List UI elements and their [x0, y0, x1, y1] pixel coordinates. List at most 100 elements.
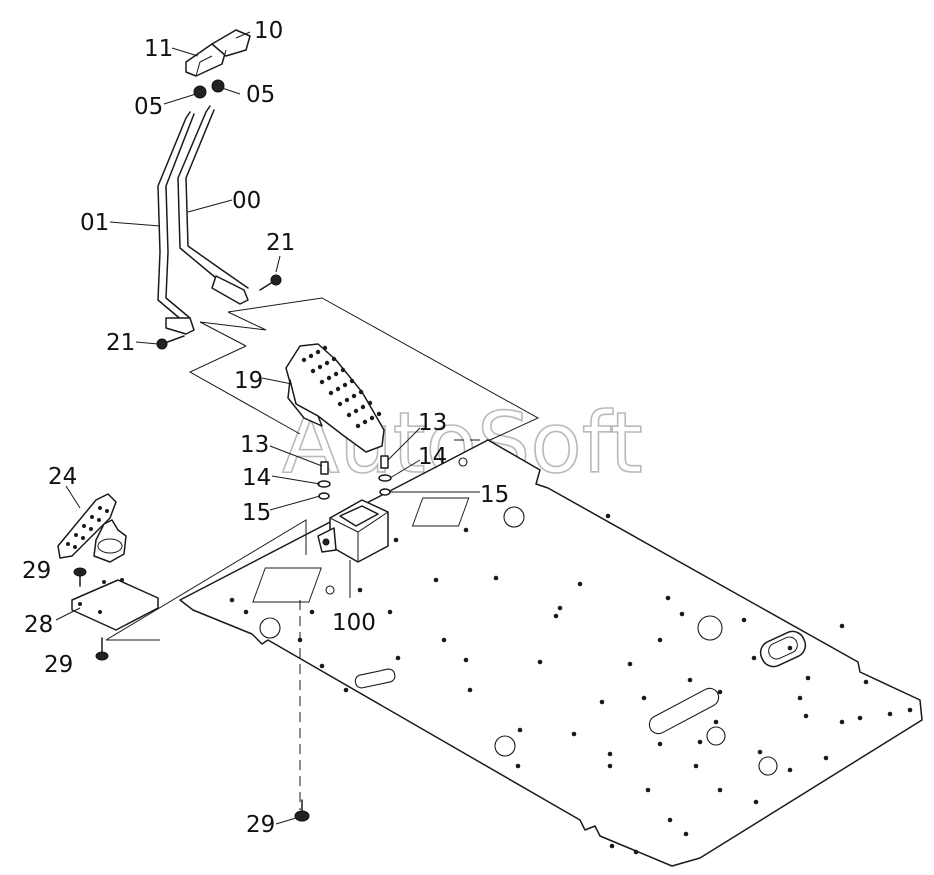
- pedal-19-tread-dot: [369, 415, 375, 421]
- pedal-19-tread-dot: [328, 390, 334, 396]
- pedal-19-tread-dot: [319, 379, 325, 385]
- plate-small-hole: [753, 799, 759, 805]
- plate-small-hole: [683, 831, 689, 837]
- plate-small-hole: [657, 741, 663, 747]
- plate-small-hole: [463, 657, 469, 663]
- plate-small-hole: [229, 597, 235, 603]
- plate-small-hole: [357, 587, 363, 593]
- pedal-19-tread-dot: [353, 408, 359, 414]
- foot-rest-24-tread-dot: [98, 506, 102, 510]
- plate-small-hole: [387, 609, 393, 615]
- pedal-19-tread-dot: [376, 411, 382, 417]
- foot-rest-24-face: [57, 493, 117, 559]
- pedal-19-base: [287, 379, 323, 427]
- bolt-29-lower: [95, 637, 109, 661]
- slot-right: [648, 687, 720, 735]
- valve-100: [317, 499, 389, 563]
- foot-rest-24-tread-dot: [82, 524, 86, 528]
- washer-15-left: [318, 492, 330, 500]
- hole-large-6: [758, 756, 778, 776]
- plate-small-hole: [537, 659, 543, 665]
- foot-rest-24-tread-dot: [97, 518, 101, 522]
- plate-small-hole: [309, 609, 315, 615]
- callout-11: 11: [144, 36, 173, 62]
- hole-large-1: [259, 617, 281, 639]
- lever-rods: [157, 105, 249, 335]
- plate-small-hole: [839, 623, 845, 629]
- callout-100: 100: [332, 610, 376, 636]
- hole-large-4: [494, 735, 516, 757]
- callout-28: 28: [24, 612, 53, 638]
- plate-small-hole: [863, 679, 869, 685]
- bolt-29-upper: [73, 567, 87, 587]
- foot-rest-24-tread-dot: [105, 509, 109, 513]
- plate-small-hole: [787, 767, 793, 773]
- plate-small-hole: [395, 655, 401, 661]
- callout-13-right: 13: [418, 410, 447, 436]
- callout-15-left: 15: [242, 500, 271, 526]
- bolt-21-right: [259, 274, 282, 291]
- plate-small-hole: [343, 687, 349, 693]
- plate-small-hole: [839, 719, 845, 725]
- callout-00: 00: [232, 188, 261, 214]
- plate-small-hole: [607, 763, 613, 769]
- callout-labels: 11 10 05 05 00 01 21 21 19 13 13 14 14 1…: [22, 18, 509, 838]
- plate-small-hole: [665, 595, 671, 601]
- plate-small-hole: [599, 699, 605, 705]
- slot-left: [354, 668, 396, 689]
- callout-29-upper: 29: [22, 558, 51, 584]
- callout-21-left: 21: [106, 330, 135, 356]
- pedal-19-tread-dot: [310, 368, 316, 374]
- foot-rest-24-tread-dot: [66, 542, 70, 546]
- plate-small-holes: [229, 513, 913, 855]
- pedal-19-tread-dot: [324, 360, 330, 366]
- pedal-19-tread-dot: [360, 404, 366, 410]
- pedal-19-tread-dot: [331, 356, 337, 362]
- plate-small-hole: [609, 843, 615, 849]
- hole-small-2: [325, 585, 335, 595]
- callout-24: 24: [48, 464, 77, 490]
- plate-small-hole: [493, 575, 499, 581]
- hole-large-5: [706, 726, 726, 746]
- plate-small-hole: [687, 677, 693, 683]
- plate-small-hole: [797, 695, 803, 701]
- plate-small-hole: [517, 727, 523, 733]
- plate-small-hole: [577, 581, 583, 587]
- pedal-19-tread-dot: [335, 386, 341, 392]
- assembly-outline-left: [105, 519, 307, 641]
- foot-rest-24-tread-dot: [73, 545, 77, 549]
- pedal-19-tread-dot: [362, 419, 368, 425]
- nut-05-right: [211, 79, 225, 93]
- plate-small-hole: [679, 611, 685, 617]
- callout-29-lower: 29: [44, 652, 73, 678]
- lever-knob-pair: [185, 29, 251, 77]
- plate-small-hole: [515, 763, 521, 769]
- callout-19: 19: [234, 368, 263, 394]
- plate-small-hole: [803, 713, 809, 719]
- plate-28: [71, 578, 159, 631]
- hole-large-2: [503, 506, 525, 528]
- plate-small-hole: [627, 661, 633, 667]
- plate-small-hole: [633, 849, 639, 855]
- pedal-19: [285, 343, 385, 453]
- plate-small-hole: [605, 513, 611, 519]
- foot-rest-24-tread: [66, 506, 109, 549]
- screw-13-right: [380, 455, 389, 469]
- plate-small-hole: [697, 739, 703, 745]
- plate-small-hole: [667, 817, 673, 823]
- plate-small-hole: [787, 645, 793, 651]
- plate-small-hole: [907, 707, 913, 713]
- square-cutout-left: [252, 567, 322, 603]
- foot-rest-24-tread-dot: [74, 533, 78, 537]
- plate-small-hole: [717, 689, 723, 695]
- foot-rest-24-tread-dot: [90, 515, 94, 519]
- callout-14-right: 14: [418, 444, 447, 470]
- plate-small-hole: [607, 751, 613, 757]
- pedal-19-tread-dot: [301, 357, 307, 363]
- plate-small-hole: [645, 787, 651, 793]
- callout-29-bottom: 29: [246, 812, 275, 838]
- lever-rod-01: [157, 111, 195, 331]
- pedal-19-tread-dot: [351, 393, 357, 399]
- plate-small-hole: [717, 787, 723, 793]
- plate-28-outline: [71, 579, 159, 631]
